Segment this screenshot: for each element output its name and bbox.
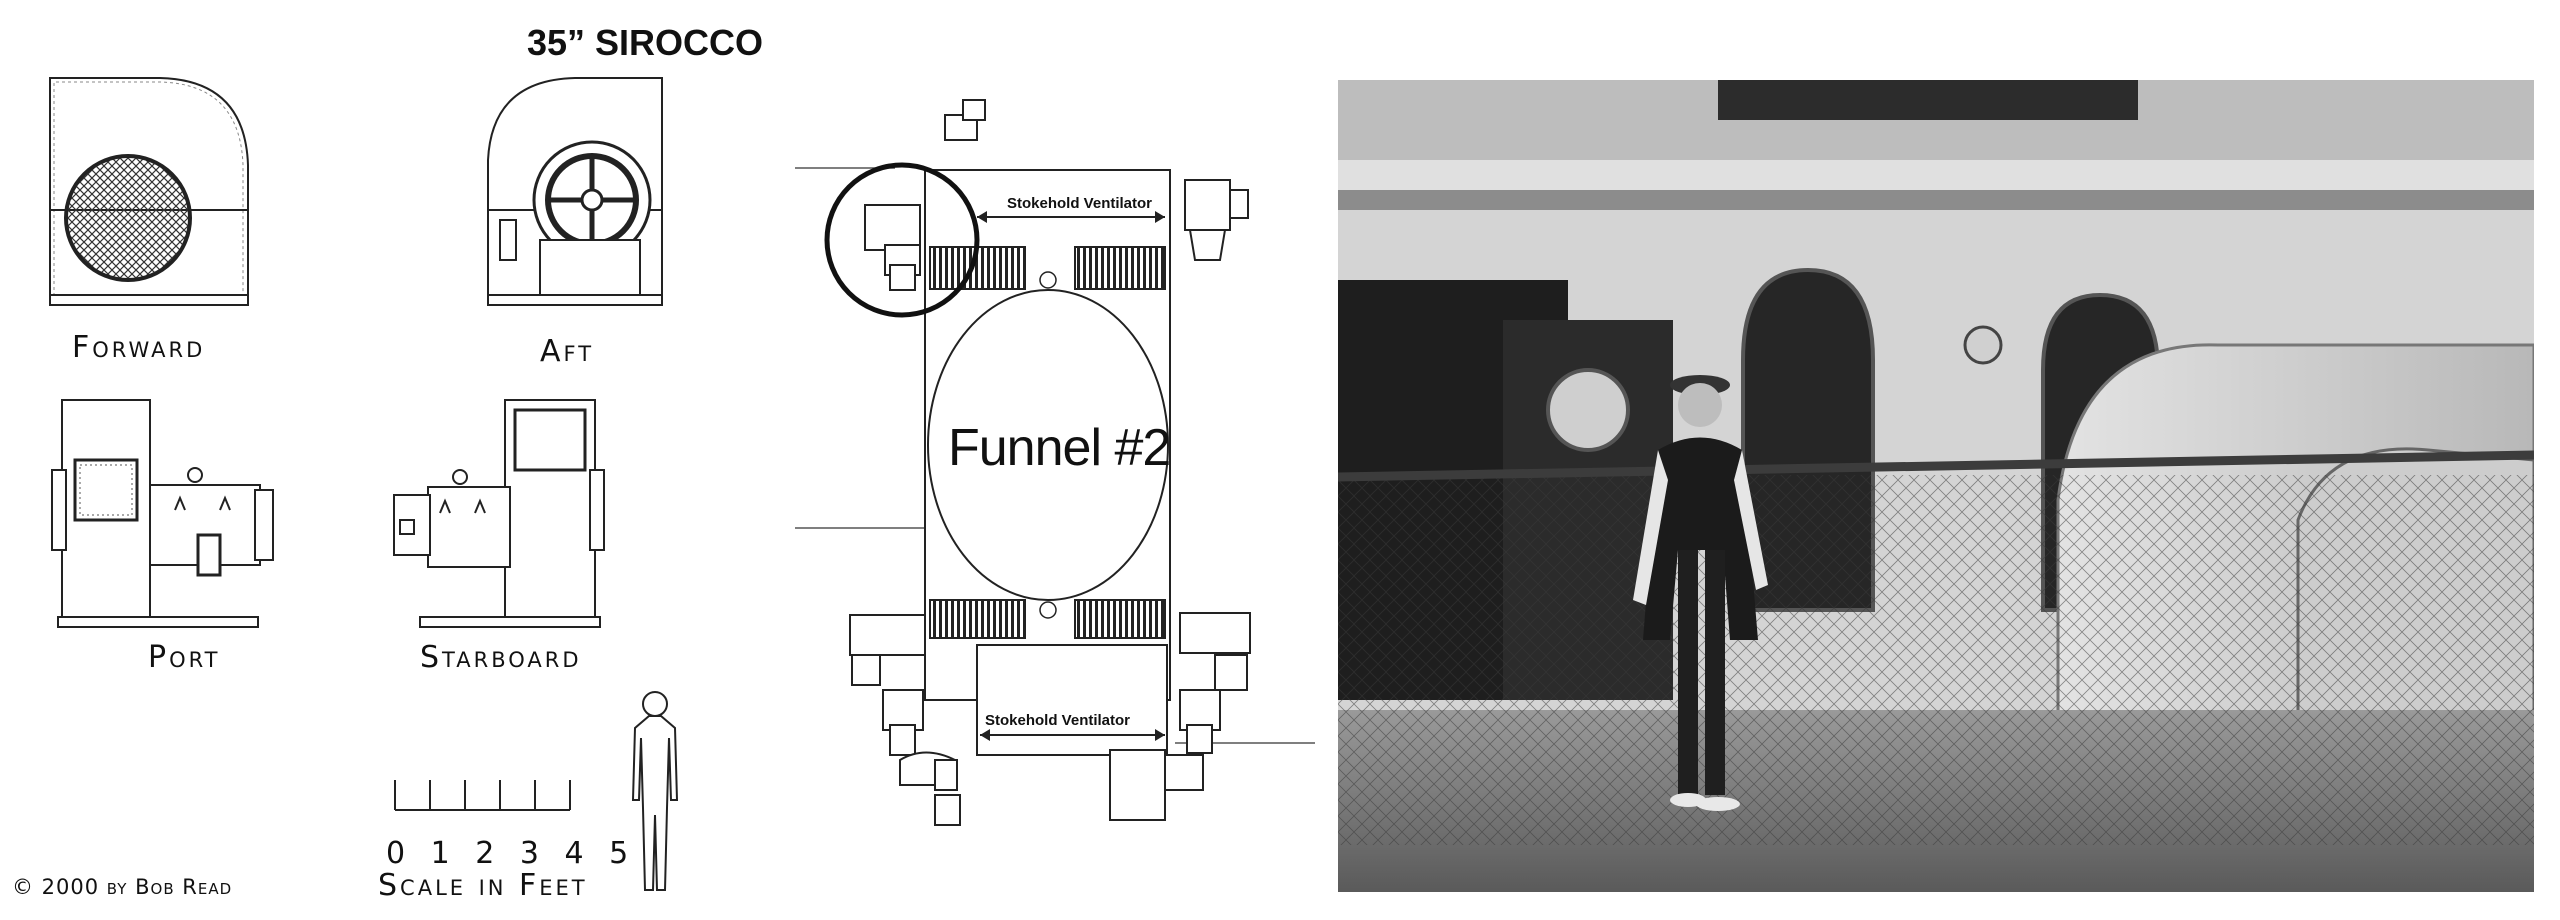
human-figure-icon bbox=[631, 691, 679, 891]
fan-grille-icon bbox=[64, 154, 192, 282]
scale-numbers: 0 1 2 3 4 5 bbox=[386, 836, 637, 871]
aft-view-drawing bbox=[487, 77, 663, 306]
fan-hub-icon bbox=[532, 140, 652, 260]
highlight-circle bbox=[824, 162, 980, 318]
starboard-view-drawing bbox=[393, 399, 605, 628]
label-forward: Forward bbox=[72, 330, 206, 365]
funnel-plan-drawing bbox=[795, 99, 1315, 826]
port-view-drawing bbox=[51, 399, 274, 628]
copyright-text: © 2000 by Bob Read bbox=[12, 875, 233, 899]
deck-photograph bbox=[1338, 80, 2534, 892]
forward-view-drawing bbox=[49, 77, 249, 306]
label-starboard: Starboard bbox=[420, 640, 582, 675]
scale-bar bbox=[394, 780, 571, 811]
person-figure bbox=[1633, 375, 1768, 811]
ventilator-label-top: Stokehold Ventilator bbox=[1007, 195, 1153, 212]
label-aft: Aft bbox=[540, 334, 595, 369]
page-title: 35” SIROCCO bbox=[526, 22, 764, 63]
scale-label: Scale in Feet bbox=[378, 868, 588, 903]
ventilator-label-bottom: Stokehold Ventilator bbox=[985, 712, 1131, 729]
label-port: Port bbox=[148, 640, 221, 675]
funnel-label: Funnel #2 bbox=[948, 419, 1171, 477]
